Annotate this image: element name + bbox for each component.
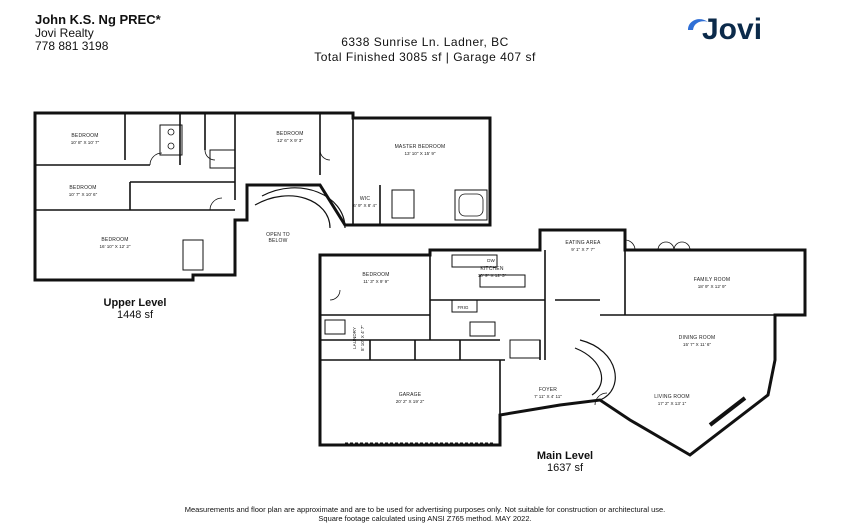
logo-text: Jovi [702, 13, 762, 44]
upper-level-area: 1448 sf [116, 309, 154, 321]
room-dims: 20' 2" X 19' 2" [396, 399, 425, 404]
logo-swoosh-icon [688, 19, 708, 30]
upper-interior-walls [35, 113, 381, 225]
room-dims: 17' 2" X 13' 1" [658, 401, 687, 406]
room-dims: 16' 10" X 12' 2" [99, 244, 130, 249]
room-name: FAMILY ROOM [694, 277, 730, 283]
disclaimer: Measurements and floor plan are approxim… [0, 505, 850, 523]
fireplace [708, 396, 747, 427]
room-name: FOYER [539, 387, 557, 393]
room-name: WIC [360, 196, 371, 202]
room-name: BEDROOM [71, 133, 98, 139]
upper-bathtub [454, 189, 488, 221]
main-exterior-wall [318, 228, 807, 457]
upper-exterior-wall [33, 111, 492, 282]
fridge-label: FRIG [458, 305, 469, 310]
room-name: LIVING ROOM [654, 394, 690, 400]
open-to-below-label: BELOW [268, 238, 287, 244]
area-summary: Total Finished 3085 sf | Garage 407 sf [314, 50, 536, 64]
room-name: BEDROOM [276, 131, 303, 137]
room-dims: 6' 9" X 8' 4" [353, 203, 377, 208]
room-dims: 15' 7" X 11' 6" [683, 342, 712, 347]
room-name: MASTER BEDROOM [395, 144, 446, 150]
laundry-dims: 8' 10" X 4' 7" [360, 325, 365, 351]
room-dims: 13' 10" X 15' 9" [404, 151, 435, 156]
main-interior-walls [320, 250, 775, 415]
main-staircase [579, 339, 616, 401]
room-name: KITCHEN [480, 266, 504, 272]
room-name: BEDROOM [362, 272, 389, 278]
room-dims: 10' 8" X 10' 7" [71, 140, 100, 145]
laundry-label: LAUNDRY [352, 327, 357, 349]
property-address: 6338 Sunrise Ln. Ladner, BC [341, 35, 509, 49]
kitchen-counter [451, 254, 498, 268]
kitchen-island [479, 274, 526, 288]
agent-name: John K.S. Ng PREC* [35, 12, 161, 27]
room-dims: 18' 9" X 12' 9" [698, 284, 727, 289]
upper-level-label: Upper Level [103, 297, 167, 309]
room-dims: 10' 9" X 12' 3" [478, 273, 507, 278]
upper-level-plan [33, 111, 492, 282]
dishwasher-label: DW [487, 258, 495, 263]
main-level-label: Main Level [536, 450, 594, 462]
room-name: BEDROOM [69, 185, 96, 191]
room-name: EATING AREA [565, 240, 601, 246]
disclaimer-line-1: Measurements and floor plan are approxim… [184, 505, 666, 514]
room-name: BEDROOM [101, 237, 128, 243]
main-level-area: 1637 sf [546, 462, 584, 474]
main-level-plan [318, 228, 807, 457]
room-dims: 10' 7" X 10' 6" [69, 192, 98, 197]
upper-vanity [159, 124, 183, 156]
room-dims: 9' 1" X 7' 7" [571, 247, 595, 252]
room-dims: 12' 6" X 9' 3" [277, 138, 303, 143]
jovi-logo: Jovi [688, 13, 762, 44]
open-to-below-label: OPEN TO [266, 232, 290, 238]
disclaimer-line-2: Square footage calculated using ANSI Z76… [318, 514, 532, 523]
agent-company: Jovi Realty [35, 26, 94, 40]
room-dims: 7' 11" X 4' 11" [534, 394, 562, 399]
upper-staircase [254, 195, 331, 229]
agent-phone: 778 881 3198 [35, 39, 109, 53]
room-name: GARAGE [399, 392, 422, 398]
room-dims: 11' 3" X 9' 9" [363, 279, 389, 284]
room-name: DINING ROOM [679, 335, 716, 341]
upper-shower [391, 189, 415, 219]
